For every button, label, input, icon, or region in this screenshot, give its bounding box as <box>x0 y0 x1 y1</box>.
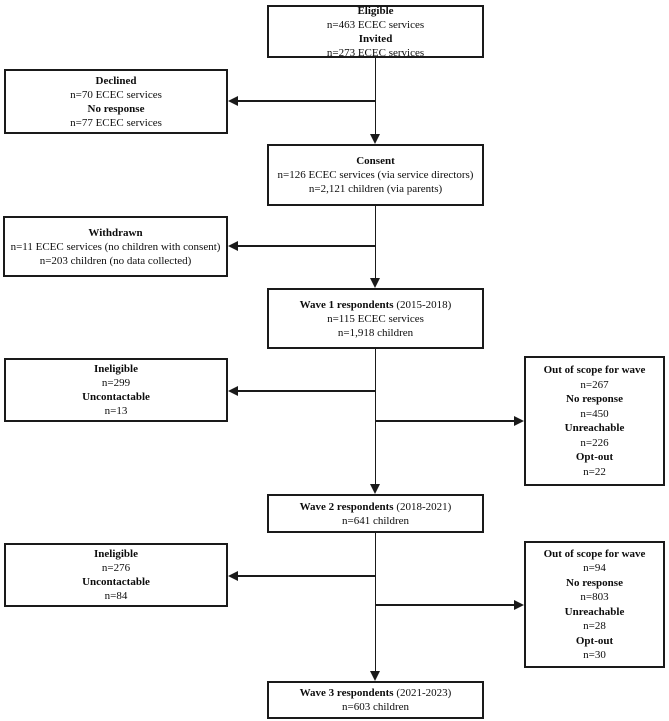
connector-to-ineligible1 <box>234 390 376 392</box>
arrowhead-right-out-of-scope2 <box>514 600 524 610</box>
wave2-children-count: n=641 children <box>342 514 409 527</box>
arrowhead-down-wave3 <box>370 671 380 681</box>
wave1-heading: Wave 1 respondents (2015-2018) <box>300 298 452 312</box>
withdrawn-children-count: n=203 children (no data collected) <box>39 254 192 267</box>
box-wave1-respondents: Wave 1 respondents (2015-2018) n=115 ECE… <box>267 288 484 349</box>
ineligible2-heading: Ineligible <box>93 548 138 560</box>
oos1-heading: Out of scope for wave <box>543 364 646 376</box>
connector-to-out-of-scope2 <box>375 604 516 606</box>
arrowhead-left-ineligible2 <box>228 571 238 581</box>
wave1-children-count: n=1,918 children <box>337 326 414 339</box>
declined-count: n=70 ECEC services <box>70 88 162 101</box>
ineligible1-heading: Ineligible <box>93 363 138 375</box>
wave2-years: (2018-2021) <box>393 500 452 513</box>
connector-wave2-to-wave3 <box>374 532 377 674</box>
wave3-children-count: n=603 children <box>342 701 409 713</box>
withdrawn-heading: Withdrawn <box>88 226 143 239</box>
consent-heading: Consent <box>356 155 395 167</box>
connector-to-ineligible2 <box>234 575 376 577</box>
wave2-heading: Wave 2 respondents (2018-2021) <box>300 500 452 514</box>
oos1-optout-count: n=22 <box>583 465 606 478</box>
oos1-noresponse-count: n=450 <box>580 407 609 420</box>
arrowhead-left-withdrawn <box>228 241 238 251</box>
consent-children-count: n=2,121 children (via parents) <box>308 183 443 195</box>
oos1-unreachable-heading: Unreachable <box>564 422 625 434</box>
noresponse-count: n=77 ECEC services <box>70 116 162 129</box>
wave2-title: Wave 2 respondents <box>299 500 394 513</box>
declined-heading: Declined <box>95 74 137 87</box>
box-consent: Consent n=126 ECEC services (via service… <box>267 144 484 206</box>
oos2-optout-heading: Opt-out <box>575 634 614 647</box>
box-wave3-ineligible-uncontactable: Ineligible n=276 Uncontactable n=84 <box>4 543 228 607</box>
box-wave2-ineligible-uncontactable: Ineligible n=299 Uncontactable n=13 <box>4 358 228 422</box>
uncontactable2-count: n=84 <box>104 590 128 602</box>
invited-count: n=273 ECEC services <box>326 46 425 59</box>
box-wave3-out-of-scope: Out of scope for wave n=94 No response n… <box>524 541 665 668</box>
eligible-heading: Eligible <box>357 4 394 17</box>
arrowhead-left-ineligible1 <box>228 386 238 396</box>
connector-consent-to-wave1 <box>374 205 377 281</box>
box-wave3-respondents: Wave 3 respondents (2021-2023) n=603 chi… <box>267 681 484 719</box>
connector-to-withdrawn <box>234 245 376 247</box>
wave1-years: (2015-2018) <box>393 298 452 311</box>
oos2-unreachable-count: n=28 <box>583 620 606 632</box>
eligible-count: n=463 ECEC services <box>326 18 425 31</box>
arrowhead-down-wave1 <box>370 278 380 288</box>
box-wave2-out-of-scope: Out of scope for wave n=267 No response … <box>524 356 665 486</box>
noresponse-heading: No response <box>87 102 145 115</box>
wave3-title: Wave 3 respondents <box>299 687 394 699</box>
invited-heading: Invited <box>358 32 393 45</box>
connector-to-declined <box>234 100 376 102</box>
oos1-noresponse-heading: No response <box>566 393 623 405</box>
wave1-title: Wave 1 respondents <box>299 298 394 311</box>
ineligible2-count: n=276 <box>101 562 131 574</box>
oos2-unreachable-heading: Unreachable <box>564 605 625 618</box>
wave3-heading: Wave 3 respondents (2021-2023) <box>300 686 452 700</box>
arrowhead-right-out-of-scope1 <box>514 416 524 426</box>
connector-eligible-to-consent <box>374 57 377 137</box>
wave1-services-count: n=115 ECEC services <box>327 312 424 325</box>
oos2-optout-count: n=30 <box>583 649 606 661</box>
oos1-unreachable-count: n=226 <box>580 436 609 449</box>
uncontactable1-heading: Uncontactable <box>82 391 150 403</box>
oos1-count: n=267 <box>580 378 609 391</box>
box-withdrawn: Withdrawn n=11 ECEC services (no childre… <box>3 216 228 277</box>
arrowhead-left-declined <box>228 96 238 106</box>
box-declined-noresponse: Declined n=70 ECEC services No response … <box>4 69 228 134</box>
wave3-years: (2021-2023) <box>393 687 452 699</box>
oos2-noresponse-heading: No response <box>566 576 623 589</box>
oos2-noresponse-count: n=803 <box>580 591 609 603</box>
ineligible1-count: n=299 <box>101 377 131 389</box>
arrowhead-down-consent <box>370 134 380 144</box>
oos2-count: n=94 <box>583 562 606 574</box>
arrowhead-down-wave2 <box>370 484 380 494</box>
connector-wave1-to-wave2 <box>374 348 377 486</box>
oos2-heading: Out of scope for wave <box>543 547 646 560</box>
consent-services-count: n=126 ECEC services (via service directo… <box>277 169 474 181</box>
withdrawn-services-count: n=11 ECEC services (no children with con… <box>10 240 221 253</box>
uncontactable2-heading: Uncontactable <box>82 576 150 588</box>
uncontactable1-count: n=13 <box>104 405 128 417</box>
oos1-optout-heading: Opt-out <box>575 451 614 463</box>
box-eligible-invited: Eligible n=463 ECEC services Invited n=2… <box>267 4 484 59</box>
box-wave2-respondents: Wave 2 respondents (2018-2021) n=641 chi… <box>267 494 484 533</box>
connector-to-out-of-scope1 <box>375 420 516 422</box>
